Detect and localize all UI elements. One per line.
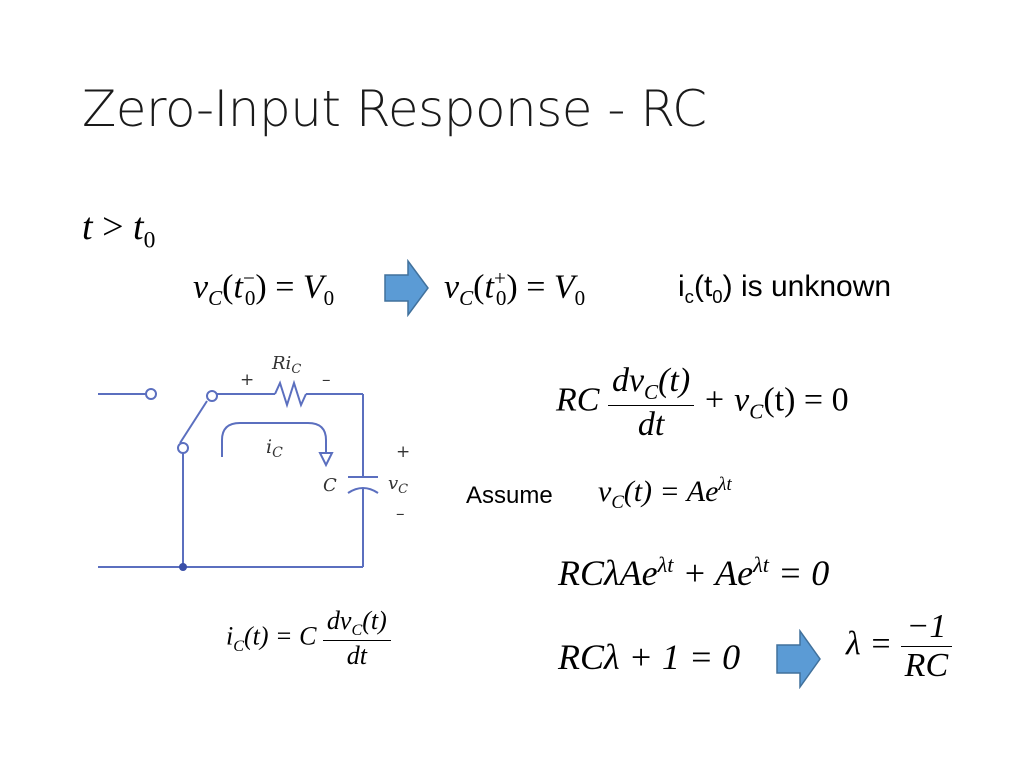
characteristic-equation: RCλ + 1 = 0: [558, 637, 741, 677]
capacitor-label: C: [323, 475, 337, 496]
initial-left-equation: vC(t−0) = V0: [193, 266, 335, 311]
cap-plus-label: +: [396, 442, 410, 462]
substituted-equation: RCλAeλt + Aeλt = 0: [558, 552, 830, 593]
implies-arrow-icon-2: [776, 629, 821, 689]
rc-circuit-diagram: + RiC – iC C + vC –: [98, 353, 410, 571]
cap-minus-label: –: [396, 504, 405, 524]
time-condition: t > t0: [82, 206, 156, 254]
slide-title: Zero-Input Response - RC: [82, 80, 707, 138]
assumed-solution: vC(t) = Aeλt: [598, 474, 732, 513]
lambda-solution: λ = −1 RC: [846, 608, 953, 685]
ode-equation: RC dvC(t) dt + vC(t) = 0: [556, 362, 849, 443]
plus-top-label: +: [240, 370, 254, 390]
initial-right-equation: vC(t+0) = V0: [444, 266, 586, 311]
assume-label: Assume: [466, 482, 553, 509]
implies-arrow-icon: [384, 259, 429, 317]
loop-current-label: iC: [266, 436, 283, 461]
resistor-label: RiC: [271, 353, 301, 377]
minus-top-label: –: [322, 370, 331, 390]
capacitor-current-equation: iC(t) = C dvC(t) dt: [226, 606, 391, 671]
unknown-current-note: ic(t0) is unknown: [678, 270, 892, 307]
cap-voltage-label: vC: [388, 473, 408, 497]
